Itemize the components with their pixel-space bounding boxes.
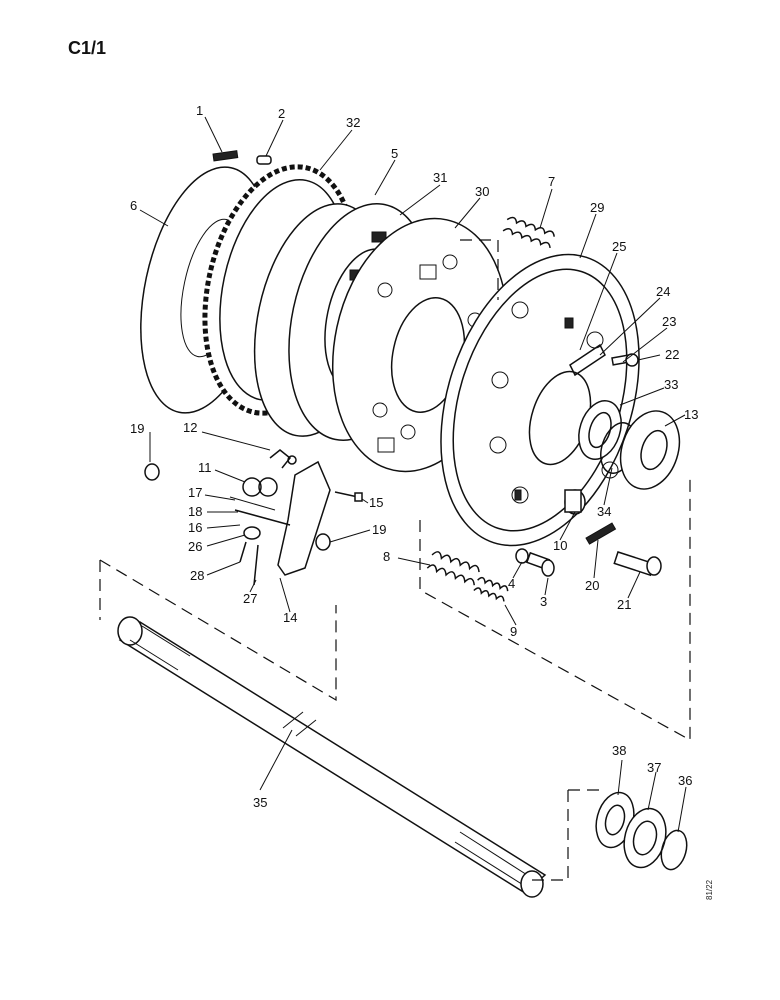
label-8: 8 — [383, 549, 390, 564]
shaft-35 — [117, 616, 547, 898]
label-23: 23 — [662, 314, 676, 329]
label-9: 9 — [510, 624, 517, 639]
leader-lines — [139, 116, 687, 833]
release-bearing-33 — [578, 400, 622, 460]
label-36: 36 — [678, 773, 692, 788]
stud-1 — [212, 150, 239, 162]
label-5: 5 — [391, 146, 398, 161]
label-20: 20 — [585, 578, 599, 593]
label-3: 3 — [540, 594, 547, 609]
label-33: 33 — [664, 377, 678, 392]
label-17: 17 — [188, 485, 202, 500]
bolt-3 — [515, 548, 555, 577]
spring-9 — [473, 576, 509, 602]
label-27: 27 — [243, 591, 257, 606]
label-35: 35 — [253, 795, 267, 810]
label-18: 18 — [188, 504, 202, 519]
link-26 — [243, 526, 261, 540]
circlip-36 — [660, 829, 688, 871]
nut-15 — [334, 491, 363, 502]
pin-21 — [613, 551, 662, 577]
spring-clip-11 — [242, 477, 278, 497]
label-26: 26 — [188, 539, 202, 554]
spring-7 — [502, 216, 555, 249]
label-15: 15 — [369, 495, 383, 510]
label-14: 14 — [283, 610, 297, 625]
label-7: 7 — [548, 174, 555, 189]
pin-27 — [253, 544, 259, 586]
label-12: 12 — [183, 420, 197, 435]
label-4: 4 — [508, 576, 515, 591]
label-2: 2 — [278, 106, 285, 121]
circlip-19-right — [315, 533, 331, 551]
label-24: 24 — [656, 284, 670, 299]
alignment-lines — [99, 239, 691, 881]
label-1: 1 — [196, 103, 203, 118]
label-11: 11 — [198, 460, 212, 475]
spring-8 — [426, 551, 480, 586]
label-37: 37 — [647, 760, 661, 775]
lever-24 — [569, 343, 606, 377]
diagram-title: C1/1 — [68, 38, 106, 58]
label-32: 32 — [346, 115, 360, 130]
clutch-cover-29 — [440, 253, 640, 547]
dowel-2 — [256, 155, 272, 165]
stud-20 — [585, 522, 617, 545]
pin-17-18 — [229, 496, 276, 511]
pivot-pin-16 — [234, 509, 291, 526]
sleeve-10 — [564, 489, 586, 515]
label-21: 21 — [617, 597, 631, 612]
release-lever-14 — [277, 460, 331, 576]
label-30: 30 — [475, 184, 489, 199]
label-38: 38 — [612, 743, 626, 758]
bearing-carrier-13 — [619, 410, 681, 490]
label-16: 16 — [188, 520, 202, 535]
part-number-labels: 1 2 32 5 6 31 30 7 29 25 24 23 22 33 13 … — [130, 103, 698, 810]
circlip-19-left — [144, 463, 160, 481]
label-22: 22 — [665, 347, 679, 362]
seal-38 — [595, 791, 635, 849]
label-19-right: 19 — [372, 522, 386, 537]
spring-12 — [269, 449, 297, 469]
label-19-left: 19 — [130, 421, 144, 436]
label-25: 25 — [612, 239, 626, 254]
reference-code: 81/22 — [705, 879, 714, 900]
label-10: 10 — [553, 538, 567, 553]
label-13: 13 — [684, 407, 698, 422]
split-pin-28 — [239, 541, 247, 563]
label-34: 34 — [597, 504, 611, 519]
label-31: 31 — [433, 170, 447, 185]
label-28: 28 — [190, 568, 204, 583]
label-29: 29 — [590, 200, 604, 215]
label-6: 6 — [130, 198, 137, 213]
